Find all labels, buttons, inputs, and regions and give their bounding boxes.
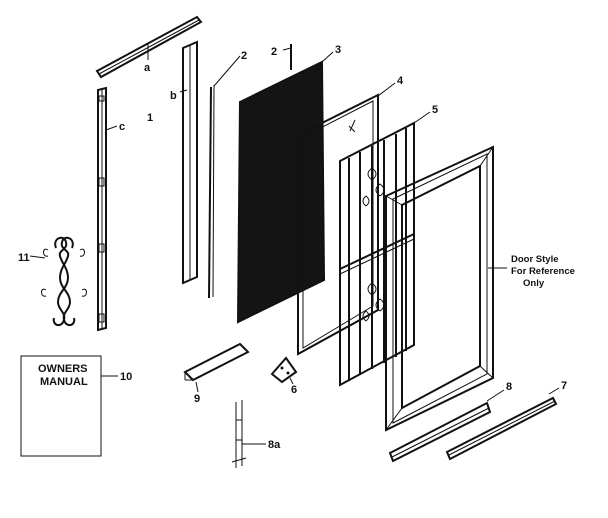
callout-b: b: [170, 90, 177, 102]
part-3-screen-panel: [236, 60, 326, 324]
door-frame: [385, 145, 494, 432]
callout-2: 2: [241, 50, 247, 62]
callout-5: 5: [432, 104, 438, 116]
part-5-grille-insert: [339, 121, 415, 387]
callout-11: 11: [18, 252, 30, 264]
callout-10: 10: [120, 371, 132, 383]
callout-9: 9: [194, 393, 200, 405]
part-9-bracket: [183, 342, 250, 382]
callout-3: 3: [335, 44, 341, 56]
manual-line-2: MANUAL: [40, 376, 88, 388]
part-b-latch-jamb: [182, 40, 198, 285]
part-7-sweep: [445, 396, 558, 461]
part-8a-hinge: [231, 400, 247, 468]
callout-6: 6: [291, 384, 297, 396]
part-a-top-bar: [95, 15, 203, 79]
callout-c: c: [119, 121, 125, 133]
callout-8: 8: [506, 381, 512, 393]
part-10-owners-manual: [20, 355, 102, 457]
manual-line-1: OWNERS: [38, 363, 88, 375]
callout-a: a: [144, 62, 151, 74]
callout-2b: 2: [271, 46, 277, 58]
part-c-hinge-jamb: [97, 86, 107, 332]
part-11-decorative-scroll: [41, 236, 87, 326]
note-line-2: For Reference: [511, 266, 575, 277]
part-8-bottom-expander: [388, 401, 492, 463]
note-line-3: Only: [523, 278, 545, 289]
callout-4: 4: [397, 75, 404, 87]
callout-8a: 8a: [268, 439, 281, 451]
part-6-corner-plate: [270, 356, 298, 384]
callout-1: 1: [147, 112, 153, 124]
callout-7: 7: [561, 380, 567, 392]
note-line-1: Door Style: [511, 254, 559, 265]
